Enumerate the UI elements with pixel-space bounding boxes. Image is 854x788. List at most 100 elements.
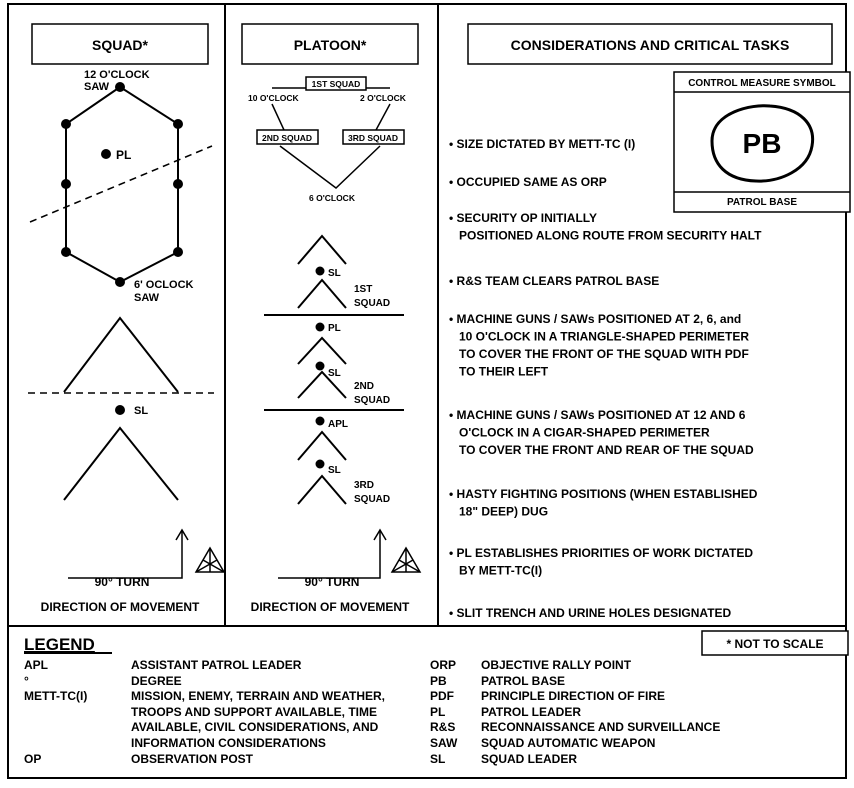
soldier-dot <box>173 119 183 129</box>
legend-definition: DEGREE <box>131 673 182 688</box>
consideration-item: • OCCUPIED SAME AS ORP <box>449 175 607 189</box>
platoon-header-box <box>241 23 419 65</box>
saw-6-dot <box>115 277 125 287</box>
patrol-base-symbol-text: PB <box>743 128 782 159</box>
legend-abbreviation: PB <box>430 673 447 688</box>
squad-wedge-upper <box>63 316 179 393</box>
squad-dashed-line <box>29 145 213 223</box>
considerations-panel: CONSIDERATIONS AND CRITICAL TASKS CONTRO… <box>449 23 851 620</box>
legend-abbreviation: SAW <box>430 735 458 750</box>
third-squad-label: 3RD SQUAD <box>348 133 398 143</box>
outer-frame <box>7 3 847 779</box>
legend-definition: PATROL LEADER <box>481 704 582 719</box>
platoon-turn-label: 90° TURN <box>305 575 360 589</box>
legend-right-column: ORP OBJECTIVE RALLY POINT PB PATROL BASE PDF… <box>430 658 834 767</box>
legend-definition: PRINCIPLE DIRECTION OF FIRE <box>481 689 666 704</box>
squad-panel: SQUAD* PL 12 O'CLOCK SAW 6' OCLOCK SAW S… <box>28 23 226 614</box>
sl1-dot <box>315 266 325 276</box>
consideration-item: • R&S TEAM CLEARS PATROL BASE <box>449 274 659 288</box>
squad-pl-label: PL <box>116 148 131 162</box>
squad-direction-label: DIRECTION OF MOVEMENT <box>41 600 200 614</box>
third-squad-column-label: 3RD SQUAD <box>354 480 390 505</box>
legend-abbreviation: R&S <box>430 720 456 735</box>
squad-sl-label: SL <box>134 405 148 417</box>
control-measure-box <box>673 71 851 213</box>
pl-dot <box>315 322 325 332</box>
legend-definition: OBSERVATION POST <box>131 751 254 766</box>
second-squad-box <box>256 129 319 145</box>
pl-dot <box>101 149 111 159</box>
turn-arrow <box>278 530 381 579</box>
legend-abbreviation: PL <box>430 704 446 719</box>
legend-definition: MISSION, ENEMY, TERRAIN AND WEATHER, TRO… <box>131 689 386 750</box>
apl-dot <box>315 416 325 426</box>
wedge-2a <box>297 336 347 365</box>
saw-12-dot <box>115 82 125 92</box>
left-flank-line <box>271 103 285 131</box>
third-squad-box <box>342 129 405 145</box>
not-to-scale-box <box>701 630 849 656</box>
squad-header: SQUAD* <box>92 37 149 53</box>
consideration-item: • SIZE DICTATED BY METT-TC (I) <box>449 137 635 151</box>
consideration-item: • MACHINE GUNS / SAWs POSITIONED AT 2, 6… <box>449 312 749 379</box>
consideration-item: • PL ESTABLISHES PRIORITIES OF WORK DICT… <box>449 546 753 578</box>
control-measure-title: CONTROL MEASURE SYMBOL <box>688 78 836 89</box>
squad-turn-label: 90° TURN <box>95 575 150 589</box>
legend-definition: OBJECTIVE RALLY POINT <box>481 658 632 672</box>
sl3-dot <box>315 459 325 469</box>
apl-label: APL <box>328 419 348 430</box>
considerations-header-box <box>467 23 833 65</box>
legend-definition: ASSISTANT PATROL LEADER <box>131 658 302 672</box>
turn-arrow <box>68 530 183 579</box>
wedge-3a <box>297 430 347 461</box>
patrol-base-symbol-icon <box>710 104 815 183</box>
sl2-label: SL <box>328 368 341 379</box>
legend-row: SL SQUAD LEADER <box>430 752 834 768</box>
wedge-1b <box>297 278 347 309</box>
soldier-dot <box>61 179 71 189</box>
soldier-dot <box>61 119 71 129</box>
legend-row: SAW SQUAD AUTOMATIC WEAPON <box>430 736 834 752</box>
legend-abbreviation: OP <box>24 751 42 766</box>
first-squad-label: 1ST SQUAD <box>312 79 361 89</box>
six-oclock-label: 6 O'CLOCK <box>309 193 356 203</box>
not-to-scale-note: * NOT TO SCALE <box>726 637 823 651</box>
squad-12-oclock-label: 12 O'CLOCK SAW <box>84 69 153 93</box>
legend-definition: PATROL BASE <box>481 673 566 688</box>
sl2-dot <box>315 361 325 371</box>
legend-abbreviation: SL <box>430 751 446 766</box>
arrow-head <box>373 528 387 541</box>
first-squad-box <box>305 76 367 91</box>
legend-abbreviation: PDF <box>430 689 454 704</box>
consideration-item: • HASTY FIGHTING POSITIONS (WHEN ESTABLI… <box>449 487 758 519</box>
legend-definition: SQUAD AUTOMATIC WEAPON <box>481 735 656 750</box>
right-flank-line <box>375 103 391 131</box>
wedge-3b <box>297 474 347 505</box>
platoon-header: PLATOON* <box>294 37 367 53</box>
legend-definition: SQUAD LEADER <box>481 751 578 766</box>
sl3-label: SL <box>328 465 341 476</box>
two-oclock-label: 2 O'CLOCK <box>360 93 407 103</box>
squad-header-box <box>31 23 209 65</box>
legend-row: APL ASSISTANT PATROL LEADER <box>24 658 444 674</box>
ten-oclock-label: 10 O'CLOCK <box>248 93 300 103</box>
legend-abbreviation: APL <box>24 658 48 672</box>
soldier-dot <box>61 247 71 257</box>
wedge-1a <box>297 234 347 265</box>
legend-row: PB PATROL BASE <box>430 674 834 690</box>
considerations-header: CONSIDERATIONS AND CRITICAL TASKS <box>511 37 790 53</box>
considerations-list: • SIZE DICTATED BY METT-TC (I) • OCCUPIED… <box>449 137 762 620</box>
legend-abbreviation: ° <box>24 673 29 688</box>
legend-row: ORP OBJECTIVE RALLY POINT <box>430 658 834 674</box>
legend-abbreviation: ORP <box>430 658 457 672</box>
soldier-dot <box>173 247 183 257</box>
squad-wedge-lower <box>63 426 179 501</box>
legend-title: LEGEND <box>24 635 95 654</box>
arrow-head <box>175 528 189 541</box>
legend-panel: LEGEND * NOT TO SCALE <box>24 630 849 656</box>
wedge-2b <box>297 370 347 399</box>
sl1-label: SL <box>328 268 341 279</box>
legend-row: ° DEGREE <box>24 674 444 690</box>
